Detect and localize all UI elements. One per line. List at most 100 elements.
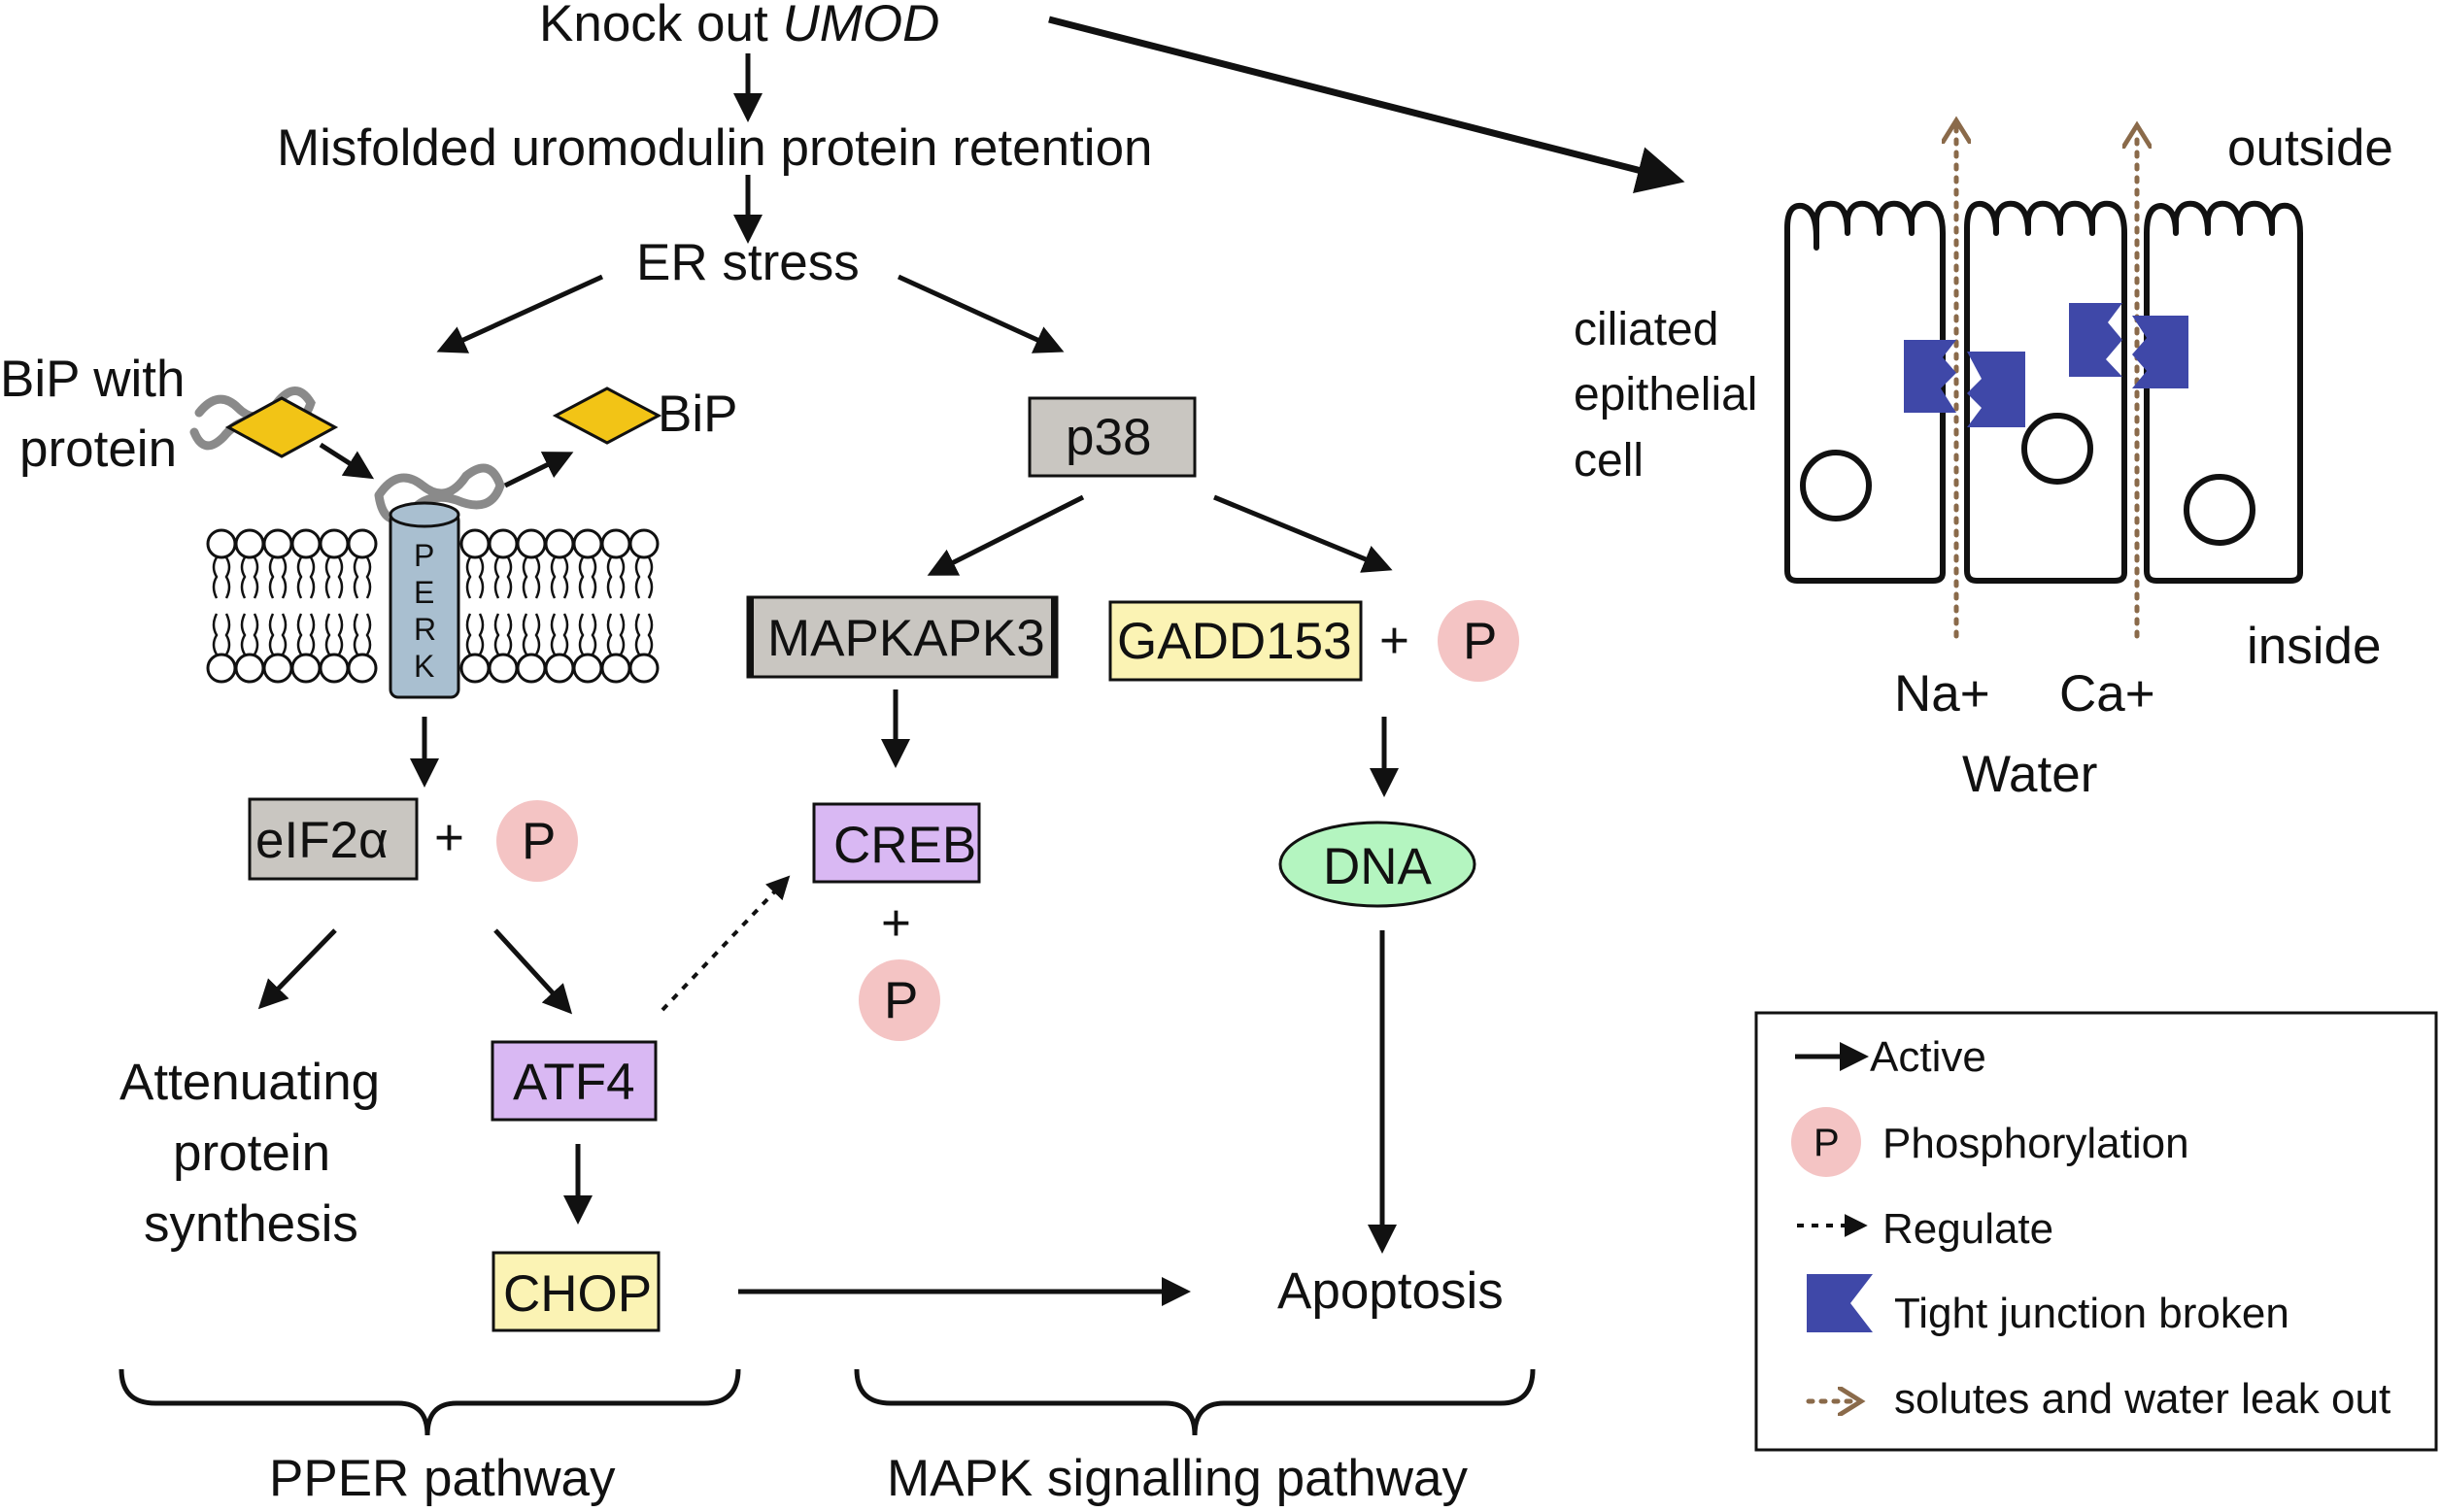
water-label: Water <box>1962 746 2097 803</box>
inside-label: inside <box>2247 618 2381 675</box>
lipid-tail <box>506 613 513 655</box>
knockout-prefix: Knock out <box>539 0 782 52</box>
ciliated-line1: ciliated <box>1574 304 1718 355</box>
lipid-tail <box>634 613 641 655</box>
lipid-tail <box>253 556 259 599</box>
lipid-tail <box>296 556 303 599</box>
lipid-tail <box>224 613 231 655</box>
lipid-tail <box>281 613 288 655</box>
gadd153-phospho-circle <box>1438 600 1519 682</box>
legend-phospho-label: Phosphorylation <box>1882 1120 2189 1167</box>
eif2a-label: eIF2α <box>255 812 389 869</box>
creb-box <box>812 802 981 884</box>
mapkapk3-box <box>746 595 1059 679</box>
lipid-head <box>600 653 631 684</box>
p38-label: p38 <box>1066 409 1151 466</box>
ciliated-line2: epithelial <box>1574 369 1757 420</box>
lipid-head <box>600 528 631 559</box>
pper-pathway-label: PPER pathway <box>269 1450 616 1507</box>
lipid-head <box>262 653 293 684</box>
lipid-tail <box>493 556 500 599</box>
mapkapk3-label: MAPKAPK3 <box>767 610 1045 667</box>
atf4-label: ATF4 <box>513 1054 635 1111</box>
bip-label: BiP <box>658 386 737 443</box>
lipid-tail <box>240 556 247 599</box>
eif2a-phospho-label: P <box>522 813 556 870</box>
tight-junction-left <box>1904 340 2025 427</box>
lipid-head <box>516 528 547 559</box>
lipid-tail <box>353 613 359 655</box>
arrow-knockout-to-cell <box>1048 16 1685 194</box>
lipid-head <box>290 528 322 559</box>
lipid-head <box>234 528 265 559</box>
lipid-tail <box>365 613 372 655</box>
lipid-tail <box>591 556 597 599</box>
eif2a-phospho-circle <box>496 800 578 882</box>
dna-label: DNA <box>1323 838 1433 895</box>
lipid-tail <box>562 556 569 599</box>
perk-receptor: P E R K <box>389 501 460 699</box>
lipid-head <box>206 653 237 684</box>
lipid-tail <box>224 556 231 599</box>
lipid-tail <box>647 613 654 655</box>
lipid-tail <box>309 556 316 599</box>
legend-phospho-icon-label: P <box>1814 1122 1840 1164</box>
creb-phospho-circle <box>859 959 940 1041</box>
creb-label: CREB <box>833 817 976 874</box>
perk-letter-k: K <box>414 649 434 684</box>
lipid-tail <box>478 556 485 599</box>
lipid-head <box>347 653 378 684</box>
ca-label: Ca+ <box>2059 665 2155 722</box>
lipid-head <box>572 653 603 684</box>
lipid-tail <box>281 556 288 599</box>
lipid-tail <box>562 613 569 655</box>
lipid-tail <box>212 556 219 599</box>
epithelial-cells <box>1784 200 2303 584</box>
mapkapk3-box-edge <box>748 597 754 677</box>
eif2a-plus: + <box>434 809 464 866</box>
chop-label: CHOP <box>503 1265 652 1323</box>
lipid-tail <box>240 613 247 655</box>
arrow-er-to-perk <box>436 274 604 353</box>
lipid-head <box>206 528 237 559</box>
attenuating-line3: synthesis <box>144 1195 358 1253</box>
misfolded-label: Misfolded uromodulin protein retention <box>277 119 1153 177</box>
lipid-tail <box>534 556 541 599</box>
lipid-head <box>290 653 322 684</box>
lipid-tail <box>550 556 557 599</box>
arrow-eif2a-to-atf4 <box>493 928 573 1015</box>
lipid-tail <box>550 613 557 655</box>
lipid-tail <box>478 613 485 655</box>
lipid-head <box>544 528 575 559</box>
legend-tight-junction-icon <box>1807 1274 1873 1332</box>
lipid-tail <box>522 613 528 655</box>
lipid-tail <box>324 556 331 599</box>
ciliated-line3: cell <box>1574 435 1644 487</box>
attenuating-line2: protein <box>173 1125 330 1182</box>
dna-ellipse <box>1278 821 1476 908</box>
legend-phospho-icon <box>1791 1107 1861 1177</box>
lipid-tail <box>337 556 344 599</box>
bip-with-protein-line1: BiP with <box>0 351 186 408</box>
gadd153-plus: + <box>1379 612 1409 669</box>
lipid-head <box>459 653 491 684</box>
perk-letter-r: R <box>414 612 436 647</box>
lipid-tail <box>619 556 626 599</box>
arrow-er-to-p38 <box>897 274 1065 353</box>
lipid-tail <box>619 613 626 655</box>
apoptosis-label: Apoptosis <box>1277 1262 1504 1320</box>
creb-phospho-label: P <box>884 972 918 1029</box>
gadd153-phospho-label: P <box>1463 613 1497 670</box>
legend-tight-junction-label: Tight junction broken <box>1894 1290 2289 1337</box>
lipid-tail <box>606 613 613 655</box>
chop-box <box>492 1251 661 1332</box>
lipid-tail <box>493 613 500 655</box>
lipid-tail <box>522 556 528 599</box>
legend-active-label: Active <box>1870 1033 1986 1081</box>
er-stress-label: ER stress <box>636 234 860 291</box>
arrow-p38-to-mapkapk3 <box>927 494 1085 576</box>
lipid-head <box>488 528 519 559</box>
lipid-tail <box>578 613 585 655</box>
lipid-tail <box>296 613 303 655</box>
lipid-head <box>347 528 378 559</box>
